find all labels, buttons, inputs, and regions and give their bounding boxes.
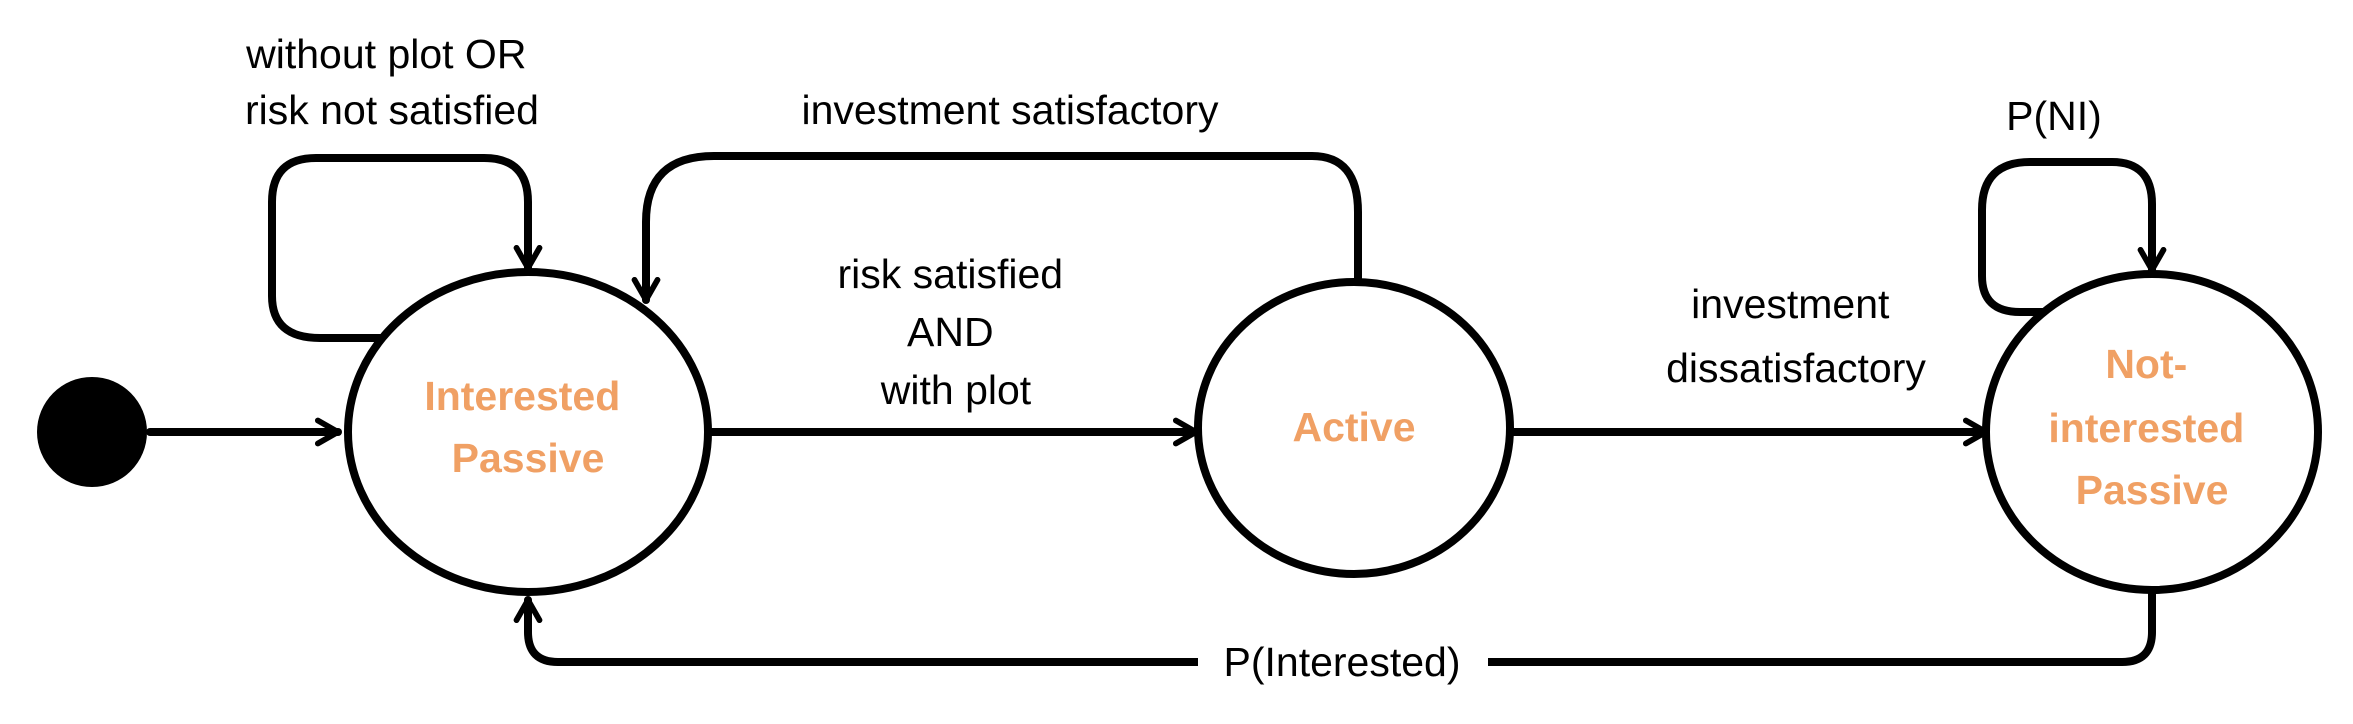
edge-label-interested-to-active: risk satisfied AND with plot xyxy=(838,251,1075,413)
state-active[interactable] xyxy=(1194,278,1514,578)
edge-self-not-interested xyxy=(1978,158,2167,316)
edge-label-not-interested-to-interested: P(Interested) xyxy=(1224,639,1461,685)
edge-label-investment-satisfactory: investment satisfactory xyxy=(802,87,1219,133)
state-active-label: Active xyxy=(1292,404,1415,450)
edge-label-self-not-interested: P(NI) xyxy=(2006,93,2102,139)
state-interested-passive-label: Interested Passive xyxy=(424,373,631,481)
edge-label-background xyxy=(1198,630,1488,692)
edge-label-self-interested: without plot OR risk not satisfied xyxy=(245,31,539,133)
edge-active-to-interested xyxy=(631,152,1362,304)
state-not-interested-passive-label: Not- interested Passive xyxy=(2048,341,2255,513)
edge-label-active-to-not-interested: investment dissatisfactory xyxy=(1666,281,1926,391)
initial-state-dot xyxy=(37,377,147,487)
state-not-interested-passive[interactable] xyxy=(1982,270,2322,594)
state-interested-passive[interactable] xyxy=(344,268,712,596)
edge-self-interested-passive xyxy=(268,154,543,342)
